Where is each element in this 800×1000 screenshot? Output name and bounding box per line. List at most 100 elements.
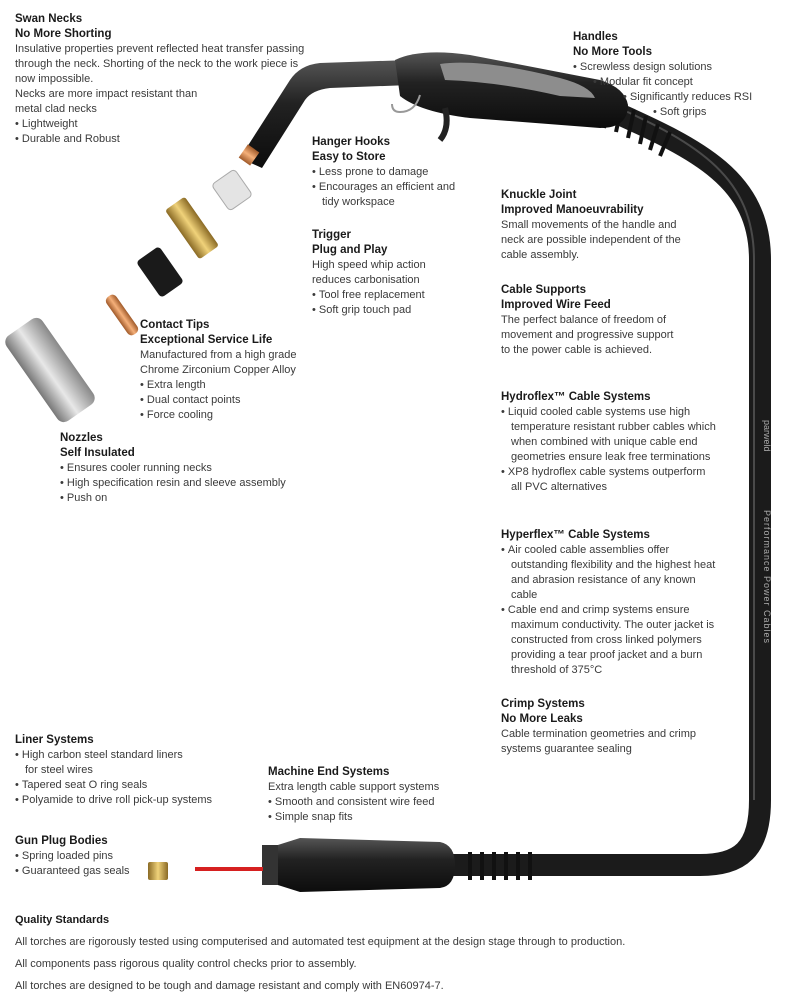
heading: Hyperflex™ Cable Systems: [501, 529, 650, 541]
hanger-hooks-section: Hanger Hooks Easy to Store Less prone to…: [312, 135, 462, 210]
text: Chrome Zirconium Copper Alloy: [140, 364, 296, 376]
heading: Swan Necks: [15, 13, 83, 25]
heading: Trigger: [312, 229, 351, 241]
hyperflex-section: Hyperflex™ Cable Systems Air cooled cabl…: [501, 528, 716, 678]
bullet: Tool free replacement: [312, 288, 482, 303]
heading: Machine End Systems: [268, 766, 390, 778]
text: cable assembly.: [501, 249, 580, 261]
heading: Hanger Hooks: [312, 136, 390, 148]
text: Necks are more impact resistant than: [15, 88, 198, 100]
heading: Liner Systems: [15, 734, 94, 746]
heading: Contact Tips: [140, 319, 210, 331]
bullet: Tapered seat O ring seals: [15, 778, 235, 793]
swan-neck-icon: [240, 60, 410, 168]
bullet: High carbon steel standard liners for st…: [15, 748, 195, 778]
text: Extra length cable support systems: [268, 781, 440, 793]
contact-tips-section: Contact Tips Exceptional Service Life Ma…: [140, 318, 320, 423]
machine-end-plug-icon: [262, 838, 455, 892]
text: systems guarantee sealing: [501, 743, 632, 755]
quality-heading: Quality Standards: [15, 914, 110, 926]
bullet: Lightweight: [15, 117, 335, 132]
text: Small movements of the handle and: [501, 219, 677, 231]
quality-line: All components pass rigorous quality con…: [15, 958, 357, 970]
bullet: Soft grips: [653, 105, 793, 120]
crimp-section: Crimp Systems No More Leaks Cable termin…: [501, 697, 721, 757]
liner-section: Liner Systems High carbon steel standard…: [15, 733, 235, 808]
heading: Cable Supports: [501, 284, 586, 296]
bullet: Modular fit concept: [593, 75, 793, 90]
bullet: Force cooling: [140, 408, 320, 423]
cable-print: parweld Performance Power Cables: [762, 420, 772, 644]
heading: Handles: [573, 31, 618, 43]
quality-line: All torches are designed to be tough and…: [15, 980, 444, 992]
bullet: Cable end and crimp systems ensure maxim…: [501, 603, 716, 678]
bullet: Encourages an efficient and tidy workspa…: [312, 180, 462, 210]
bullet: Smooth and consistent wire feed: [268, 795, 468, 810]
heading: Gun Plug Bodies: [15, 835, 108, 847]
text: movement and progressive support: [501, 329, 674, 341]
tip-holder-icon: [137, 247, 183, 297]
bullet: XP8 hydroflex cable systems outperform a…: [501, 465, 716, 495]
bullet: Ensures cooler running necks: [60, 461, 320, 476]
knuckle-joint-section: Knuckle Joint Improved Manoeuvrability S…: [501, 188, 731, 263]
subheading: No More Shorting: [15, 28, 112, 40]
subheading: No More Tools: [573, 46, 653, 58]
text: metal clad necks: [15, 103, 97, 115]
heading: Hydroflex™ Cable Systems: [501, 391, 651, 403]
trigger-section: Trigger Plug and Play High speed whip ac…: [312, 228, 482, 318]
text: Cable termination geometries and crimp: [501, 728, 697, 740]
text: Manufactured from a high grade: [140, 349, 297, 361]
text: reduces carbonisation: [312, 274, 420, 286]
diffuser-icon: [166, 197, 218, 259]
bullet: Durable and Robust: [15, 132, 335, 147]
liner-icon: [195, 867, 263, 871]
text: neck are possible independent of the: [501, 234, 681, 246]
subheading: Improved Manoeuvrability: [501, 204, 644, 216]
heading: Knuckle Joint: [501, 189, 577, 201]
text: Insulative properties prevent reflected …: [15, 43, 305, 55]
gun-plug-section: Gun Plug Bodies Spring loaded pins Guara…: [15, 834, 175, 879]
quality-line: All torches are rigorously tested using …: [15, 936, 626, 948]
bullet: Spring loaded pins: [15, 849, 175, 864]
subheading: Improved Wire Feed: [501, 299, 611, 311]
text: through the neck. Shorting of the neck t…: [15, 58, 299, 70]
bullet: Liquid cooled cable systems use high tem…: [501, 405, 716, 465]
cable-brand: parweld: [762, 420, 772, 452]
bullet: Simple snap fits: [268, 810, 468, 825]
nozzle-icon: [5, 317, 95, 423]
text: High speed whip action: [312, 259, 426, 271]
contact-tip-icon: [105, 294, 139, 336]
hydroflex-section: Hydroflex™ Cable Systems Liquid cooled c…: [501, 390, 716, 495]
bullet: Dual contact points: [140, 393, 320, 408]
text: to the power cable is achieved.: [501, 344, 653, 356]
bullet: Push on: [60, 491, 320, 506]
hanger-hook-icon: [391, 94, 421, 114]
text: now impossible.: [15, 73, 94, 85]
subheading: Easy to Store: [312, 151, 386, 163]
subheading: No More Leaks: [501, 713, 583, 725]
handles-section: Handles No More Tools Screwless design s…: [573, 30, 793, 120]
trigger-icon: [437, 107, 450, 142]
swan-necks-section: Swan Necks No More Shorting Insulative p…: [15, 12, 335, 147]
bullet: High specification resin and sleeve asse…: [60, 476, 320, 491]
machine-end-section: Machine End Systems Extra length cable s…: [268, 765, 468, 825]
text: The perfect balance of freedom of: [501, 314, 667, 326]
subheading: Exceptional Service Life: [140, 334, 273, 346]
bullet: Significantly reduces RSI: [623, 90, 793, 105]
subheading: Self Insulated: [60, 447, 135, 459]
bullet: Extra length: [140, 378, 320, 393]
subheading: Plug and Play: [312, 244, 388, 256]
bullet: Soft grip touch pad: [312, 303, 482, 318]
bullet: Less prone to damage: [312, 165, 462, 180]
heading: Crimp Systems: [501, 698, 585, 710]
bullet: Screwless design solutions: [573, 60, 793, 75]
cable-supports-section: Cable Supports Improved Wire Feed The pe…: [501, 283, 731, 358]
insulator-icon: [212, 169, 252, 211]
bullet: Air cooled cable assemblies offer outsta…: [501, 543, 716, 603]
heading: Nozzles: [60, 432, 103, 444]
bullet: Polyamide to drive roll pick-up systems: [15, 793, 235, 808]
power-cable: [420, 99, 771, 876]
bullet: Guaranteed gas seals: [15, 864, 175, 879]
nozzles-section: Nozzles Self Insulated Ensures cooler ru…: [60, 431, 320, 506]
